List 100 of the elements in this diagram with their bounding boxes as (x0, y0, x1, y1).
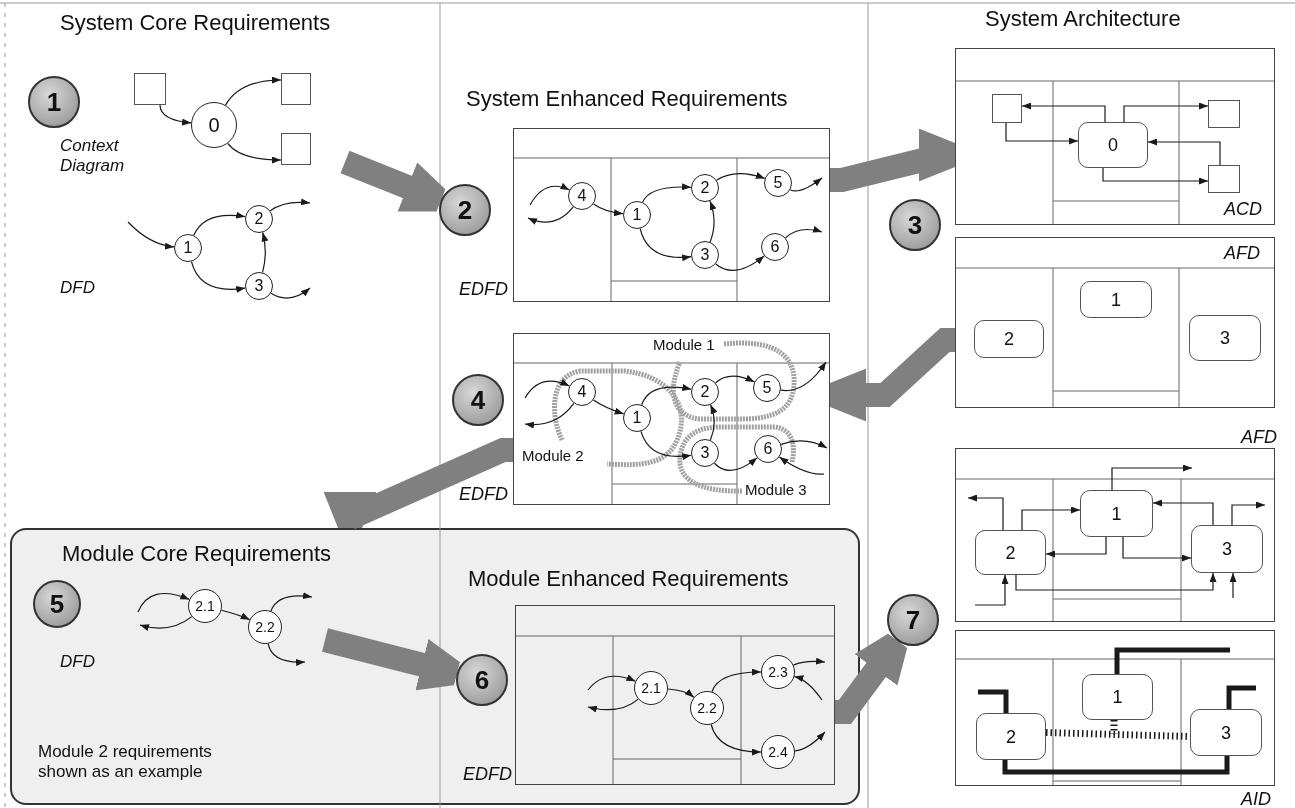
flow-arrow (220, 609, 251, 621)
flow-arrow (193, 212, 246, 236)
section-title: System Core Requirements (60, 10, 331, 36)
swimlane-frame (955, 237, 1275, 408)
module-label: 3 (1222, 540, 1232, 558)
module-box (1082, 674, 1153, 720)
process-label: 2.1 (195, 599, 215, 613)
diagram-type-label: DFD (60, 652, 95, 672)
diagram-type-label: AID (1241, 789, 1271, 808)
step-number: 5 (49, 591, 65, 617)
module-box (1190, 709, 1262, 756)
process-circle (753, 374, 781, 402)
process-circle (188, 589, 222, 623)
module-name: Module 1 (653, 336, 715, 354)
process-label: 2 (700, 384, 710, 400)
module-box (976, 713, 1046, 760)
external-entity-box (281, 73, 311, 105)
diagram-type-label: EDFD (463, 764, 512, 785)
flow-arrow (527, 206, 574, 225)
flow-arrow (270, 592, 313, 612)
module-label: 1 (1111, 504, 1122, 523)
flow-arrow (227, 142, 282, 164)
flow-arrow (592, 203, 624, 217)
process-circle (691, 439, 719, 467)
module-label: 3 (1221, 723, 1231, 742)
step-number: 6 (474, 667, 490, 693)
flow-arrow (784, 226, 823, 239)
module-label: 2 (1005, 543, 1016, 562)
process-label: 3 (700, 247, 710, 263)
module-label: 1 (1111, 290, 1121, 309)
section-title: System Enhanced Requirements (466, 86, 788, 112)
process-circle (245, 205, 273, 233)
process-label: 6 (763, 441, 773, 457)
flow-arrow (709, 200, 717, 243)
process-label: 2.2 (697, 701, 717, 715)
process-label: 2.1 (641, 681, 661, 695)
flow-arrow (1123, 102, 1209, 123)
flow-arrow (269, 198, 311, 212)
flow-arrow (261, 231, 269, 274)
flow-arrow (793, 675, 823, 701)
process-label: 4 (577, 188, 587, 204)
process-label: 2 (254, 211, 264, 227)
flow-arrow (1152, 499, 1214, 526)
external-entity-box (134, 73, 166, 105)
process-circle (191, 102, 237, 148)
module-box (974, 320, 1044, 358)
flow-arrow (1231, 501, 1266, 526)
process-label: 4 (577, 384, 587, 400)
process-circle (761, 233, 789, 261)
process-circle (761, 735, 795, 769)
step-badge (889, 199, 941, 251)
process-label: 2.3 (768, 665, 788, 679)
diagram-type-label: EDFD (459, 279, 508, 300)
flow-arrow (713, 457, 758, 472)
panel-note: Module 2 requirements shown as an example (38, 742, 213, 782)
process-circle (691, 378, 719, 406)
flow-arrow (1111, 464, 1193, 491)
flow-arrow (587, 698, 639, 713)
connection-line (1002, 756, 1230, 775)
process-circle (174, 234, 202, 262)
process-label: 0 (208, 115, 220, 135)
flow-arrow (190, 260, 246, 293)
module-label: 2 (1006, 727, 1016, 746)
diagram-type-label: DFD (60, 278, 95, 298)
flow-arrow (716, 172, 766, 181)
process-label: 1 (632, 410, 642, 426)
step-badge (28, 76, 80, 128)
process-circle (691, 241, 719, 269)
flow-arrow (711, 668, 762, 693)
external-entity-box (992, 94, 1022, 123)
diagram-type-label: EDFD (459, 484, 508, 505)
external-entity-box (1208, 100, 1240, 128)
flow-arrow (127, 221, 175, 250)
process-label: 5 (773, 175, 783, 191)
step-number: 3 (907, 212, 923, 238)
process-circle (634, 671, 668, 705)
process-label: 2.2 (255, 620, 275, 634)
connection-line (1114, 647, 1230, 674)
process-label: 6 (770, 239, 780, 255)
flow-arrow (641, 384, 692, 406)
step-number: 7 (905, 607, 921, 633)
module-panel (10, 528, 860, 805)
diagram-type-label: AFD (1224, 243, 1260, 264)
flow-arrow (709, 404, 718, 441)
flow-arrow (137, 592, 190, 613)
process-circle (568, 378, 596, 406)
connection-line (1226, 685, 1256, 709)
step-badge (456, 654, 508, 706)
flow-arrow (715, 255, 765, 271)
flow-arrow (789, 177, 823, 192)
flow-arrow (778, 456, 825, 475)
flow-arrow (267, 643, 306, 666)
process-circle (623, 404, 651, 432)
module-box (975, 530, 1046, 575)
flow-arrow (792, 657, 826, 666)
flow-arrow (714, 375, 755, 384)
flow-arrow (640, 430, 692, 460)
process-circle (761, 655, 795, 689)
process-label: 2 (700, 180, 710, 196)
process-circle (754, 435, 782, 463)
